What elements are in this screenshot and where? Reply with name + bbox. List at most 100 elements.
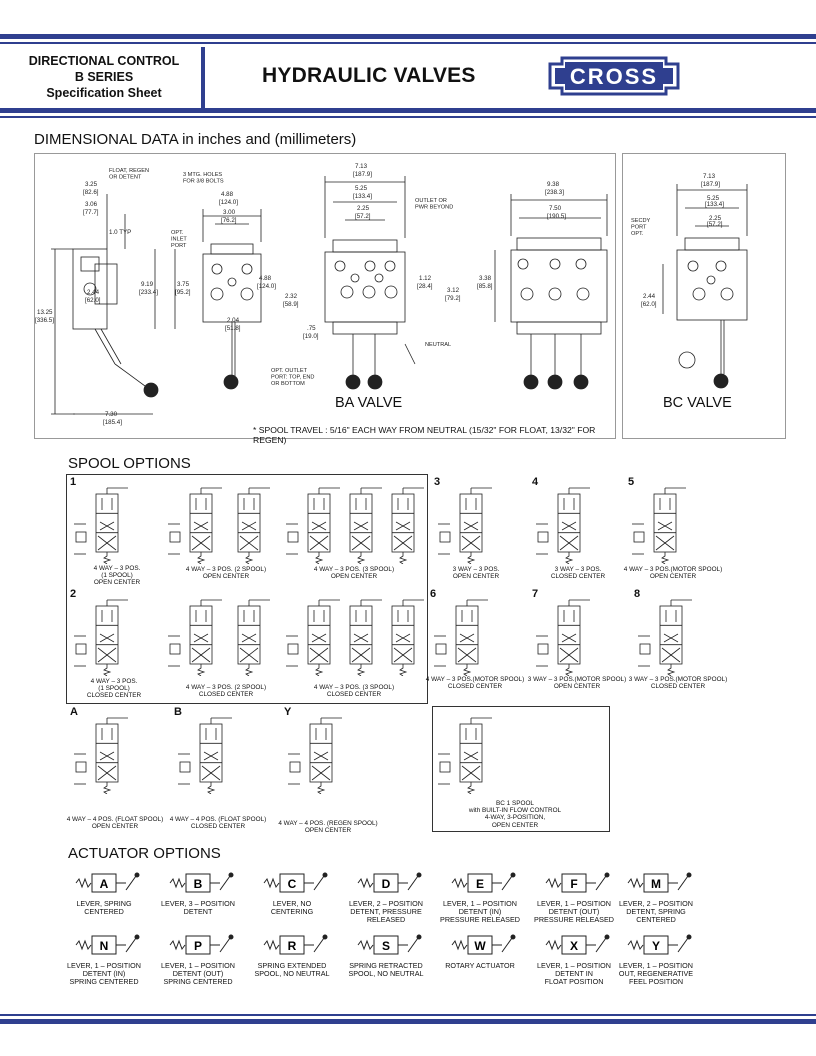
dim-1325: 13.25 bbox=[37, 309, 53, 316]
footer-rule-thick bbox=[0, 1019, 816, 1024]
actuator-caption: LEVER, 1 – POSITION DETENT (IN) SPRING C… bbox=[67, 961, 141, 986]
ba-valve-label: BA VALVE bbox=[335, 395, 403, 411]
actuator-caption: LEVER, 1 – POSITION DETENT (IN) PRESSURE… bbox=[440, 899, 520, 924]
spool-option-caption: BC 1 SPOOL with BUILT-IN FLOW CONTROL 4-… bbox=[468, 800, 562, 829]
actuator-letter: W bbox=[474, 939, 486, 953]
dim-300mm: [76.2] bbox=[221, 217, 237, 224]
actuator-letter: F bbox=[570, 877, 577, 891]
spool-option-caption: 4 WAY – 3 POS. (1 SPOOL) OPEN CENTER bbox=[93, 565, 141, 587]
actuator-caption: SPRING RETRACTED SPOOL, NO NEUTRAL bbox=[348, 961, 424, 978]
actuator-caption: SPRING EXTENDED SPOOL, NO NEUTRAL bbox=[254, 961, 330, 978]
dim-525mm: [133.4] bbox=[353, 193, 372, 200]
spool-option-number: Y bbox=[284, 706, 292, 718]
spool-option-caption: 3 WAY – 3 POS.(MOTOR SPOOL) CLOSED CENTE… bbox=[628, 676, 728, 691]
actuator-symbol: N bbox=[75, 934, 140, 955]
actuator-symbol: F bbox=[545, 872, 610, 893]
spool-travel-footnote: * SPOOL TRAVEL : 5/16" EACH WAY FROM NEU… bbox=[253, 425, 596, 445]
dim-488mm: [124.0] bbox=[219, 199, 238, 206]
dim-375: 3.75 bbox=[177, 281, 190, 288]
dim-244mm: [62.0] bbox=[85, 297, 101, 304]
actuator-caption: LEVER, 1 – POSITION OUT, REGENERATIVE FE… bbox=[618, 961, 694, 986]
bc-dim-225: 2.25 bbox=[709, 215, 722, 222]
bc-valve-label: BC VALVE bbox=[663, 395, 732, 411]
spool-option-caption: 3 WAY – 3 POS. OPEN CENTER bbox=[452, 566, 500, 581]
spool-schematic bbox=[168, 599, 270, 676]
dimensional-heading: DIMENSIONAL DATA in inches and (millimet… bbox=[34, 131, 357, 148]
spool-heading: SPOOL OPTIONS bbox=[68, 455, 191, 472]
actuator-letter: N bbox=[100, 939, 109, 953]
header-bottom-rule-thick bbox=[0, 108, 816, 113]
actuator-symbol: B bbox=[169, 872, 234, 893]
actuator-letter: B bbox=[194, 877, 203, 891]
dim-375mm: [95.2] bbox=[175, 289, 191, 296]
spool-schematic bbox=[178, 717, 232, 794]
spool-option-number: 5 bbox=[628, 476, 635, 488]
actuator-caption: LEVER, SPRING CENTERED bbox=[76, 899, 132, 916]
actuator-caption: ROTARY ACTUATOR bbox=[445, 961, 515, 970]
dim-488bmm: [124.0] bbox=[257, 283, 276, 290]
header-line-1: DIRECTIONAL CONTROL bbox=[28, 54, 180, 68]
spool-option-number: 2 bbox=[70, 588, 77, 600]
actuator-caption: LEVER, 1 – POSITION DETENT IN FLOAT POSI… bbox=[537, 961, 611, 986]
bc-spool-box bbox=[432, 706, 610, 832]
dim-919: 9.19 bbox=[141, 281, 154, 288]
dim-244: 2.44 bbox=[87, 289, 100, 296]
dim-075: .75 bbox=[307, 325, 316, 332]
dim-325: 3.25 bbox=[85, 181, 98, 188]
actuator-letter: E bbox=[476, 877, 484, 891]
spool-option-number: B bbox=[174, 706, 182, 718]
actuator-symbol: C bbox=[263, 872, 328, 893]
bc-dim-525mm: [133.4] bbox=[705, 201, 724, 208]
dim-306: 3.06 bbox=[85, 201, 98, 208]
spool-option-caption: 4 WAY – 3 POS. (2 SPOOL) CLOSED CENTER bbox=[185, 684, 267, 699]
header-bottom-rule-thin bbox=[0, 116, 816, 118]
spool-option-number: 8 bbox=[634, 588, 641, 600]
dim-750: 7.50 bbox=[549, 205, 562, 212]
footer-rule-thin bbox=[0, 1014, 816, 1016]
actuator-symbol: S bbox=[357, 934, 422, 955]
actuator-caption: LEVER, NO CENTERING bbox=[270, 899, 314, 916]
actuator-heading: ACTUATOR OPTIONS bbox=[68, 845, 221, 862]
bc-dim-225mm: [57.2] bbox=[707, 221, 723, 228]
actuator-caption: LEVER, 2 – POSITION DETENT, SPRING CENTE… bbox=[619, 899, 693, 924]
spool-option-number: 7 bbox=[532, 588, 539, 600]
dim-112mm: [28.4] bbox=[417, 283, 433, 290]
header-spec-box: DIRECTIONAL CONTROL B SERIES Specificati… bbox=[7, 47, 205, 109]
actuator-symbol: W bbox=[451, 934, 516, 955]
dim-713mm: [187.9] bbox=[353, 171, 372, 178]
actuator-letter: C bbox=[288, 877, 297, 891]
top-rule-thin bbox=[0, 42, 816, 44]
dim-338mm: [85.8] bbox=[477, 283, 493, 290]
note-neutral: NEUTRAL bbox=[425, 342, 451, 348]
actuator-symbol: D bbox=[357, 872, 422, 893]
actuator-symbol: Y bbox=[627, 934, 692, 955]
actuator-symbol: A bbox=[75, 872, 140, 893]
top-rule-thick bbox=[0, 34, 816, 39]
dim-232mm: [58.9] bbox=[283, 301, 299, 308]
spool-option-caption: 4 WAY – 4 POS. (FLOAT SPOOL) CLOSED CENT… bbox=[169, 816, 267, 831]
actuator-symbol: R bbox=[263, 934, 328, 955]
bc-dim-244: 2.44 bbox=[643, 293, 656, 300]
bc-dim-525: 5.25 bbox=[707, 195, 720, 202]
spool-option-number: 6 bbox=[430, 588, 437, 600]
spool-option-caption: 4 WAY – 3 POS.(MOTOR SPOOL) OPEN CENTER bbox=[623, 566, 723, 581]
dim-312: 3.12 bbox=[447, 287, 460, 294]
bc-dim-713: 7.13 bbox=[703, 173, 716, 180]
dim-204mm: [51.8] bbox=[225, 325, 241, 332]
actuator-caption: LEVER, 2 – POSITION DETENT, PRESSURE REL… bbox=[349, 899, 423, 924]
header-line-3: Specification Sheet bbox=[46, 86, 162, 100]
spool-option-number: 1 bbox=[70, 476, 77, 488]
actuator-letter: A bbox=[100, 877, 109, 891]
dim-10: 1.0 TYP bbox=[109, 229, 131, 236]
dim-919mm: [233.4] bbox=[139, 289, 158, 296]
bc-dim-713mm: [187.9] bbox=[701, 181, 720, 188]
spool-schematic bbox=[438, 717, 492, 794]
spool-schematic bbox=[74, 599, 128, 676]
spool-schematic bbox=[168, 487, 270, 564]
